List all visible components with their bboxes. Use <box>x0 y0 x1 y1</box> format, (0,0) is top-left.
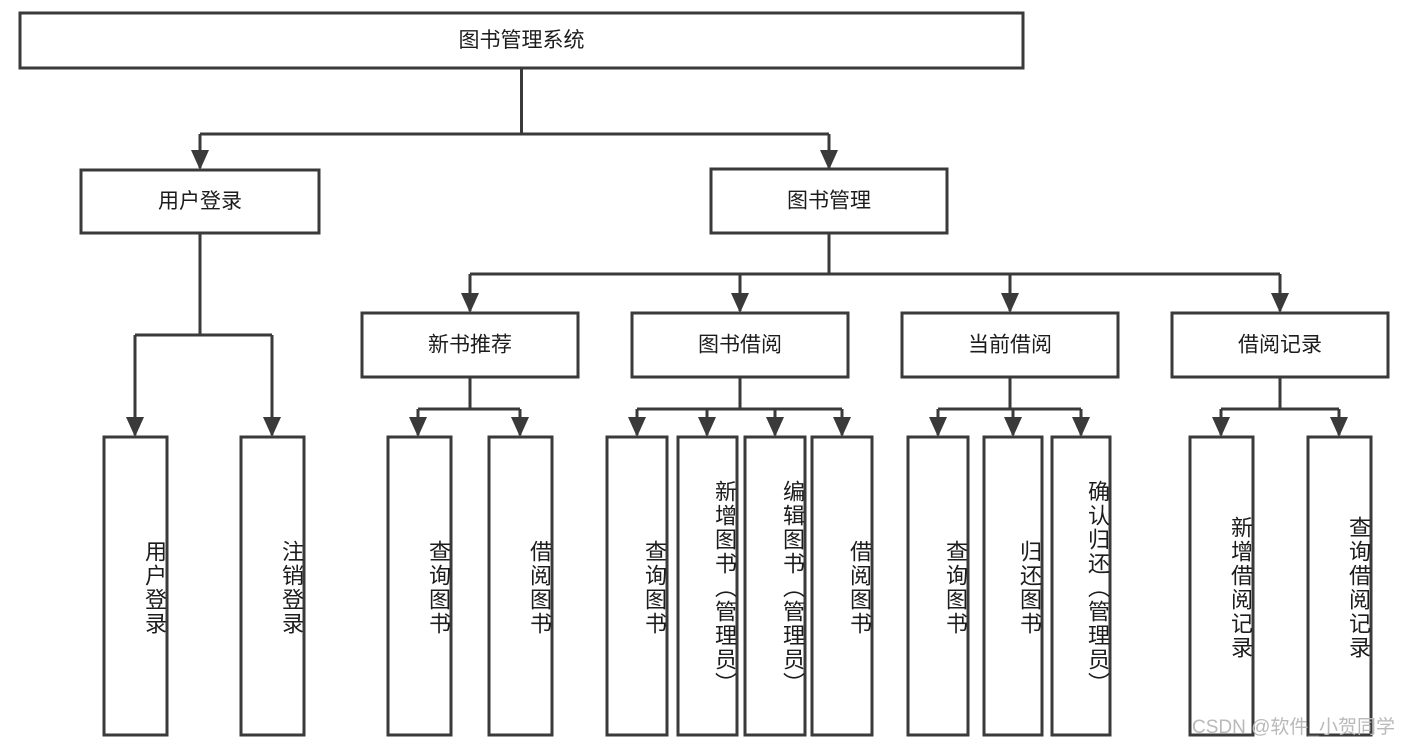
connector-arrowhead <box>731 293 749 313</box>
node-box-leaf-10[interactable] <box>1050 435 1112 737</box>
connector-arrowhead <box>461 293 479 313</box>
connector-arrowhead <box>126 417 144 437</box>
node-label-level3-2: 当前借阅 <box>968 334 1052 357</box>
node-box-leaf-12[interactable] <box>1306 435 1373 737</box>
connector-arrowhead <box>929 417 947 437</box>
connector-arrowhead <box>1004 417 1022 437</box>
node-box-level3-1[interactable] <box>630 311 850 379</box>
node-box-layer <box>18 11 1390 737</box>
connector-arrowhead <box>820 150 838 170</box>
connector-arrowhead <box>191 150 209 170</box>
connector-arrowhead <box>263 417 281 437</box>
connector-arrowhead <box>409 417 427 437</box>
node-label-level2-1: 图书管理 <box>787 190 871 213</box>
node-box-leaf-2[interactable] <box>386 435 453 737</box>
connector-arrowhead <box>698 417 716 437</box>
node-box-level2-0[interactable] <box>79 168 321 235</box>
connector-arrowhead <box>1001 293 1019 313</box>
node-box-leaf-0[interactable] <box>102 435 169 737</box>
connector-arrowhead <box>833 417 851 437</box>
node-box-leaf-5[interactable] <box>676 435 739 737</box>
node-box-leaf-6[interactable] <box>743 435 807 737</box>
node-label-level2-0: 用户登录 <box>158 190 242 213</box>
connector-layer <box>126 68 1348 437</box>
connector-arrowhead <box>1072 417 1090 437</box>
node-box-level3-2[interactable] <box>900 311 1120 379</box>
connector-arrowhead <box>628 417 646 437</box>
connector-arrowhead <box>1330 417 1348 437</box>
node-box-level3-0[interactable] <box>360 311 580 379</box>
connector-arrowhead <box>766 417 784 437</box>
node-box-level3-3[interactable] <box>1170 311 1390 379</box>
connector-arrowhead <box>511 417 529 437</box>
node-box-leaf-3[interactable] <box>487 435 554 737</box>
node-label-level3-1: 图书借阅 <box>698 334 782 357</box>
node-label-root: 图书管理系统 <box>459 29 585 52</box>
node-box-root[interactable] <box>18 11 1025 70</box>
node-box-leaf-1[interactable] <box>239 435 306 737</box>
node-box-leaf-4[interactable] <box>605 435 669 737</box>
csdn-watermark: CSDN @软件_小贺同学 <box>1192 717 1395 738</box>
node-box-leaf-7[interactable] <box>810 435 874 737</box>
node-label-level3-0: 新书推荐 <box>428 334 512 357</box>
node-box-leaf-8[interactable] <box>906 435 970 737</box>
node-label-level3-3: 借阅记录 <box>1238 334 1322 357</box>
connector-arrowhead <box>1271 293 1289 313</box>
node-box-leaf-11[interactable] <box>1188 435 1255 737</box>
node-box-leaf-9[interactable] <box>982 435 1044 737</box>
connector-arrowhead <box>1212 417 1230 437</box>
node-box-level2-1[interactable] <box>709 167 949 235</box>
